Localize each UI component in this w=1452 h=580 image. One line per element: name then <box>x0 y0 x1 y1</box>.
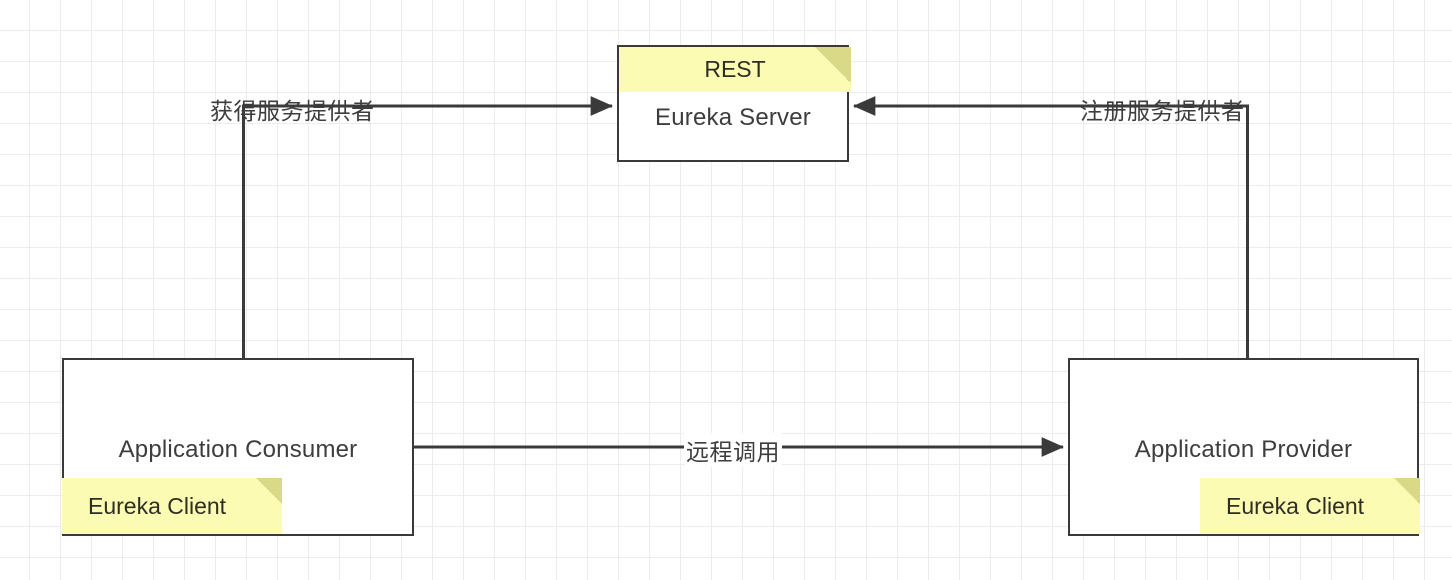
note-rest-body <box>619 47 851 92</box>
note-eureka-client-provider: Eureka Client <box>1200 478 1420 534</box>
node-eureka-server-label: Eureka Server <box>655 104 811 131</box>
edge-provider-to-server <box>852 96 1249 358</box>
note-rest-fold-icon <box>815 47 851 83</box>
note-rest: REST <box>619 47 851 92</box>
note-eureka-client-consumer-label: Eureka Client <box>88 492 227 519</box>
node-eureka-server[interactable]: REST Eureka Server <box>617 45 851 162</box>
note-eureka-client-provider-body <box>1200 478 1420 534</box>
edge-consumer-to-server <box>242 96 614 358</box>
node-application-provider-label: Application Provider <box>1134 436 1353 463</box>
note-eureka-client-consumer: Eureka Client <box>62 478 282 534</box>
node-application-consumer-label: Application Consumer <box>118 436 358 463</box>
note-eureka-client-consumer-fold-icon <box>256 478 282 504</box>
edge-label-provider-to-server: 注册服务提供者 <box>1080 99 1245 125</box>
note-eureka-client-provider-label: Eureka Client <box>1226 492 1365 519</box>
note-eureka-client-provider-fold-icon <box>1394 478 1420 504</box>
note-eureka-client-consumer-body <box>62 478 282 534</box>
note-rest-label: REST <box>704 56 766 82</box>
edge-label-consumer-to-server: 获得服务提供者 <box>210 99 375 125</box>
edge-label-consumer-to-provider: 远程调用 <box>684 433 782 467</box>
